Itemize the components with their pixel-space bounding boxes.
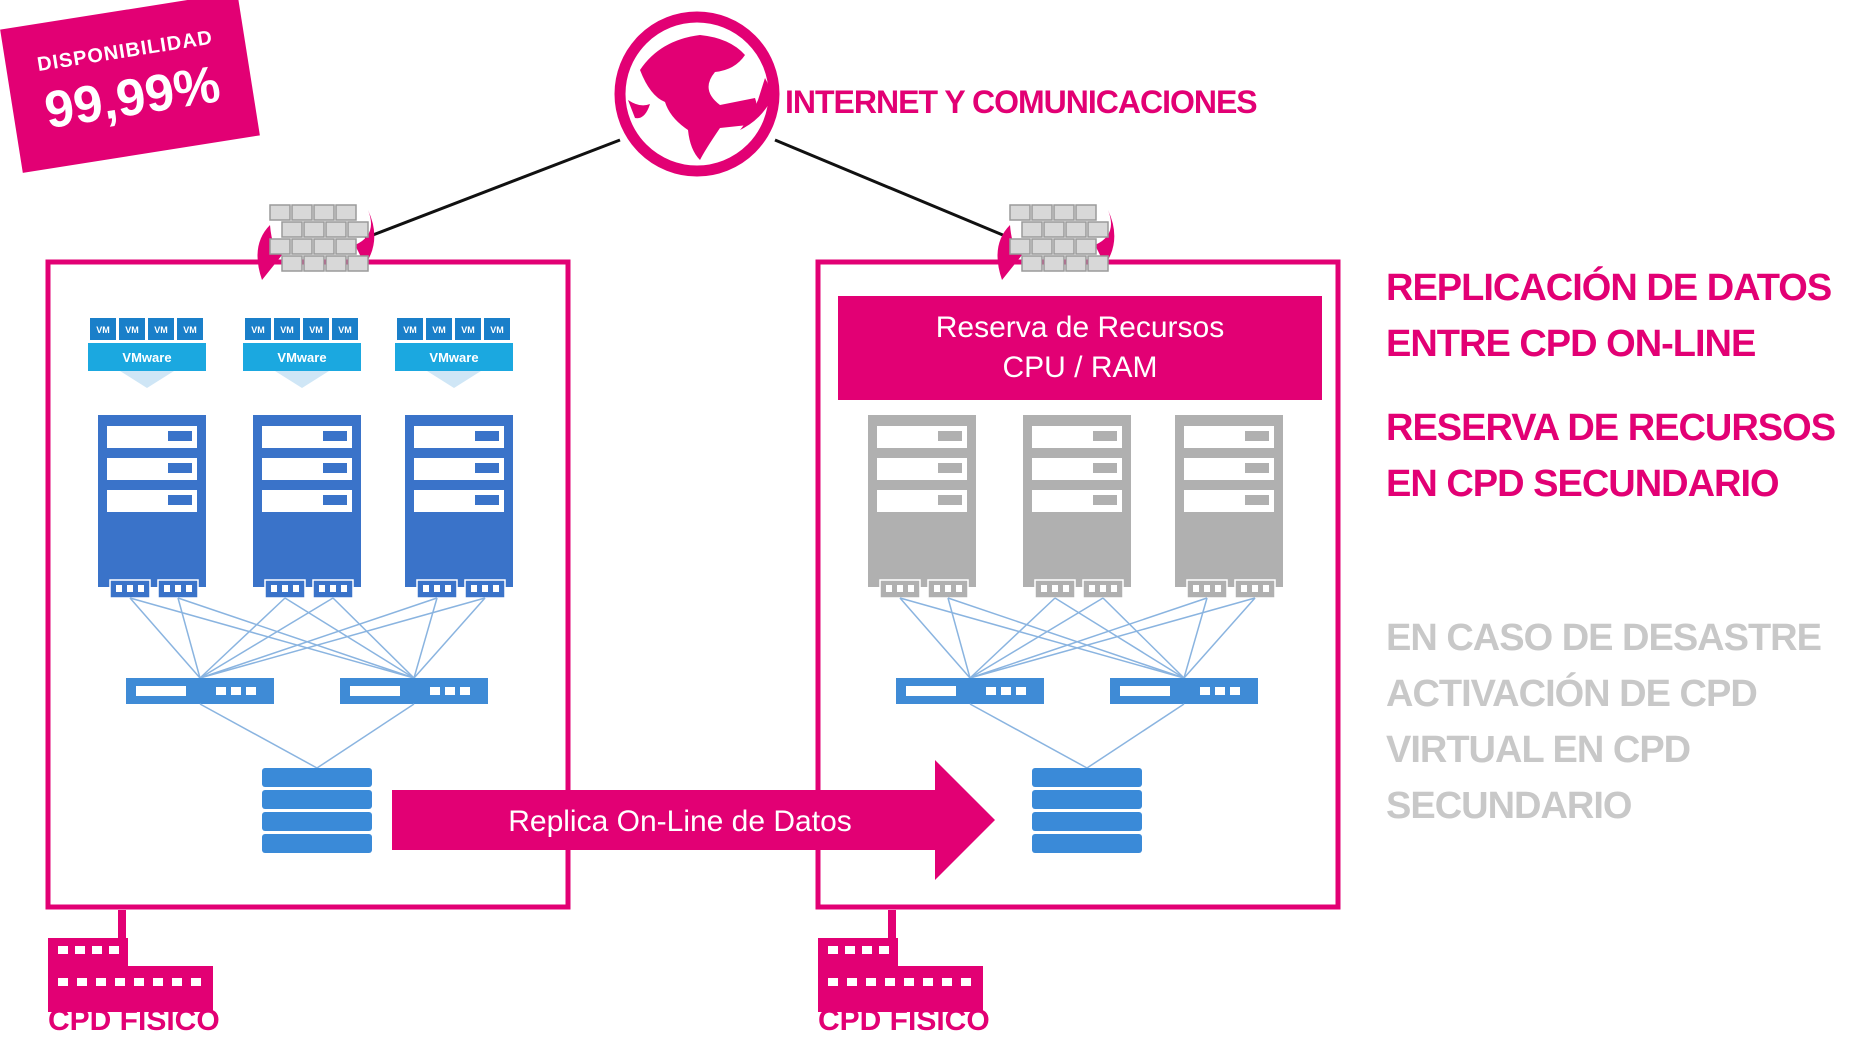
- network-link: [316, 703, 415, 769]
- storage-icon: [1032, 768, 1142, 853]
- vm-label: VM: [154, 325, 168, 335]
- side-block-reserve: RESERVA DE RECURSOS EN CPD SECUNDARIO: [1386, 400, 1836, 512]
- network-link: [413, 597, 438, 679]
- server-icon: [405, 415, 513, 599]
- network-link: [969, 597, 1256, 679]
- network-link: [1183, 597, 1256, 679]
- vm-label: VM: [251, 325, 265, 335]
- side-line: ACTIVACIÓN DE CPD: [1386, 673, 1758, 715]
- vmware-host: VM VM VM VM VMware: [395, 318, 513, 388]
- network-link: [199, 597, 286, 679]
- side-line: EN CASO DE DESASTRE: [1386, 617, 1822, 659]
- switch-icon: [340, 678, 488, 704]
- switch-icon: [896, 678, 1044, 704]
- globe-icon: [614, 11, 780, 177]
- firewall-icon: [997, 204, 1115, 280]
- vm-label: VM: [280, 325, 294, 335]
- network-link: [199, 703, 318, 769]
- vmware-label: VMware: [277, 350, 326, 365]
- network-link: [332, 597, 415, 679]
- vm-label: VM: [309, 325, 323, 335]
- side-block-disaster: EN CASO DE DESASTRE ACTIVACIÓN DE CPD VI…: [1386, 610, 1822, 834]
- internet-link-right: [774, 138, 1011, 240]
- server-icon: [1023, 415, 1131, 599]
- vmware-host: VM VM VM VM VMware: [243, 318, 361, 388]
- vm-label: VM: [432, 325, 446, 335]
- vmware-host: VM VM VM VM VMware: [88, 318, 206, 388]
- network-link: [1183, 597, 1208, 679]
- internet-link-left: [364, 138, 621, 240]
- network-link: [899, 597, 971, 679]
- reserve-line-2: CPU / RAM: [1002, 351, 1158, 384]
- vm-label: VM: [125, 325, 139, 335]
- vm-label: VM: [461, 325, 475, 335]
- network-link: [969, 597, 1104, 679]
- side-line: EN CPD SECUNDARIO: [1386, 463, 1780, 505]
- side-block-replication: REPLICACIÓN DE DATOS ENTRE CPD ON-LINE: [1386, 260, 1832, 372]
- building-icon: [818, 910, 983, 1012]
- network-link: [129, 597, 201, 679]
- firewall-icon: [257, 204, 375, 280]
- site-label-secondary: CPD FÍSICO: [818, 1004, 990, 1037]
- network-link: [1054, 597, 1185, 679]
- storage-icon: [262, 768, 372, 853]
- side-line: VIRTUAL EN CPD: [1386, 729, 1691, 771]
- network-link: [899, 597, 1185, 679]
- network-link: [129, 597, 415, 679]
- vmware-label: VMware: [429, 350, 478, 365]
- network-link: [969, 597, 1208, 679]
- replica-arrow: [392, 760, 995, 880]
- network-link: [177, 597, 201, 679]
- switch-icon: [1110, 678, 1258, 704]
- network-link: [199, 597, 438, 679]
- secondary-site-infrastructure: [868, 415, 1283, 853]
- vm-label: VM: [183, 325, 197, 335]
- replica-label: Replica On-Line de Datos: [508, 805, 852, 838]
- side-line: REPLICACIÓN DE DATOS: [1386, 267, 1832, 309]
- network-link: [284, 597, 415, 679]
- side-line: SECUNDARIO: [1386, 785, 1632, 827]
- vm-label: VM: [338, 325, 352, 335]
- vm-label: VM: [403, 325, 417, 335]
- side-line: RESERVA DE RECURSOS: [1386, 407, 1836, 449]
- network-link: [947, 597, 971, 679]
- server-icon: [98, 415, 206, 599]
- vmware-label: VMware: [122, 350, 171, 365]
- server-icon: [253, 415, 361, 599]
- side-line: ENTRE CPD ON-LINE: [1386, 323, 1756, 365]
- network-link: [1102, 597, 1185, 679]
- network-link: [199, 597, 334, 679]
- building-icon: [48, 910, 213, 1012]
- primary-site-infrastructure: VM VM VM VM VMware VM VM VM VM VMware VM VM VM VM VMwa…: [88, 318, 513, 853]
- network-link: [947, 597, 1185, 679]
- site-label-primary: CPD FÍSICO: [48, 1004, 220, 1037]
- server-icon: [868, 415, 976, 599]
- network-link: [1086, 703, 1185, 769]
- switch-icon: [126, 678, 274, 704]
- network-link: [969, 703, 1088, 769]
- vm-label: VM: [96, 325, 110, 335]
- vm-label: VM: [490, 325, 504, 335]
- network-link: [177, 597, 415, 679]
- network-link: [413, 597, 486, 679]
- reserve-line-1: Reserva de Recursos: [935, 311, 1225, 344]
- internet-label: INTERNET Y COMUNICACIONES: [785, 84, 1258, 120]
- resource-reserve-box: Reserva de Recursos CPU / RAM: [838, 296, 1322, 400]
- server-icon: [1175, 415, 1283, 599]
- network-link: [969, 597, 1056, 679]
- network-link: [199, 597, 486, 679]
